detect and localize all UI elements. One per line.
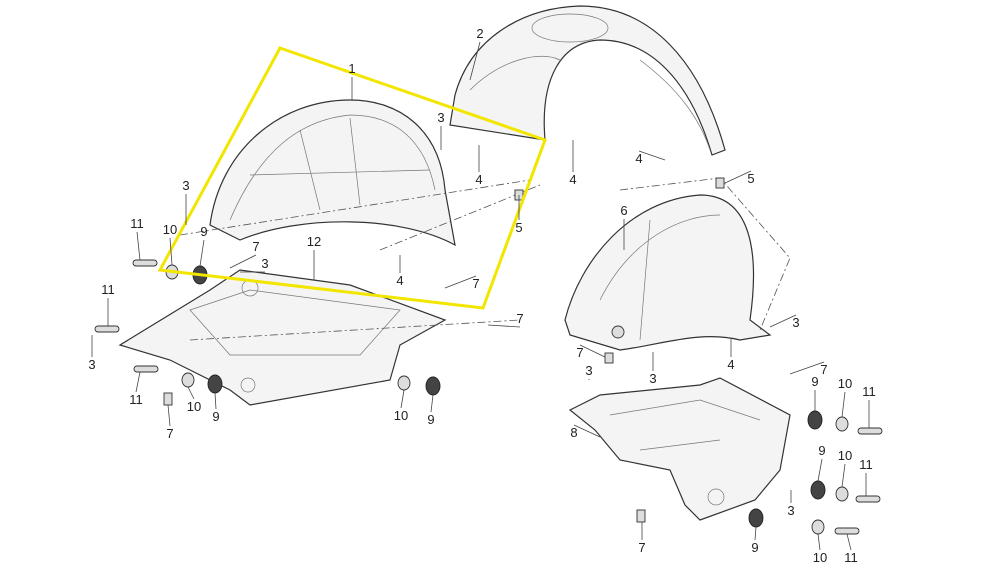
callout-label-7: 7 (252, 239, 259, 254)
leader-line (724, 170, 752, 184)
callout-label-3: 3 (787, 503, 794, 518)
leader-line (469, 41, 481, 81)
callout-label-8: 8 (570, 425, 577, 440)
callout-label-3: 3 (261, 256, 268, 271)
callout-label-4: 4 (635, 151, 642, 166)
callout-label-9: 9 (200, 224, 207, 239)
callout-label-10: 10 (838, 448, 852, 463)
callout-label-9: 9 (427, 412, 434, 427)
callout-label-10: 10 (187, 399, 201, 414)
callout-label-10: 10 (813, 550, 827, 565)
callout-label-3: 3 (649, 371, 656, 386)
leader-line (444, 275, 477, 289)
part-2-upper-cover (449, 5, 726, 156)
callout-label-10: 10 (394, 408, 408, 423)
callout-label-7: 7 (516, 311, 523, 326)
callout-label-7: 7 (576, 345, 583, 360)
leader-line (400, 389, 405, 409)
leader-line (136, 231, 141, 261)
part-6-seat-cover (564, 194, 772, 351)
leader-line (167, 404, 171, 427)
leader-line (214, 392, 217, 410)
callout-label-6: 6 (620, 203, 627, 218)
callout-label-7: 7 (472, 276, 479, 291)
callout-label-11: 11 (859, 457, 873, 472)
leader-line (789, 361, 825, 375)
leader-line (229, 254, 257, 269)
callout-label-11: 11 (129, 392, 143, 407)
callout-label-5: 5 (747, 171, 754, 186)
callout-label-7: 7 (638, 540, 645, 555)
callout-label-12: 12 (307, 234, 321, 249)
callout-label-9: 9 (811, 374, 818, 389)
callout-label-10: 10 (163, 222, 177, 237)
callout-label-9: 9 (212, 409, 219, 424)
leader-line (817, 533, 821, 551)
part-1-inner-cover (209, 99, 456, 247)
leader-line (769, 314, 797, 328)
leader-line (579, 344, 606, 358)
callout-label-3: 3 (88, 357, 95, 372)
leader-line (841, 391, 846, 418)
leader-line (487, 324, 521, 328)
callout-label-11: 11 (130, 216, 144, 231)
leader-line (754, 526, 757, 541)
callout-label-4: 4 (396, 273, 403, 288)
callout-label-4: 4 (569, 172, 576, 187)
callout-label-10: 10 (838, 376, 852, 391)
leader-line (135, 371, 141, 393)
callout-label-5: 5 (515, 220, 522, 235)
callout-label-4: 4 (727, 357, 734, 372)
hardware (94, 177, 883, 535)
callout-label-3: 3 (182, 178, 189, 193)
callout-label-7: 7 (166, 426, 173, 441)
callout-label-2: 2 (476, 26, 483, 41)
callout-label-1: 1 (348, 61, 355, 76)
leader-line (817, 458, 823, 482)
highlight-box (157, 46, 547, 310)
assembly-lines (179, 177, 791, 341)
leader-line (846, 533, 852, 551)
leader-line (841, 463, 846, 488)
part-12-lower-frame (118, 269, 447, 406)
callout-label-4: 4 (475, 172, 482, 187)
leader-line (430, 394, 434, 413)
leader-line (638, 150, 666, 161)
callout-label-11: 11 (101, 282, 115, 297)
callout-label-3: 3 (585, 363, 592, 378)
callout-label-7: 7 (820, 362, 827, 377)
callout-label-11: 11 (862, 384, 876, 399)
leader-line (199, 239, 205, 267)
leader-line (573, 424, 601, 438)
callout-label-3: 3 (437, 110, 444, 125)
leader-line (187, 386, 195, 400)
leader-line (169, 237, 173, 266)
part-8-lower-body (568, 377, 791, 521)
callout-label-11: 11 (844, 550, 858, 565)
callout-label-9: 9 (818, 443, 825, 458)
callout-label-9: 9 (751, 540, 758, 555)
callout-label-3: 3 (792, 315, 799, 330)
